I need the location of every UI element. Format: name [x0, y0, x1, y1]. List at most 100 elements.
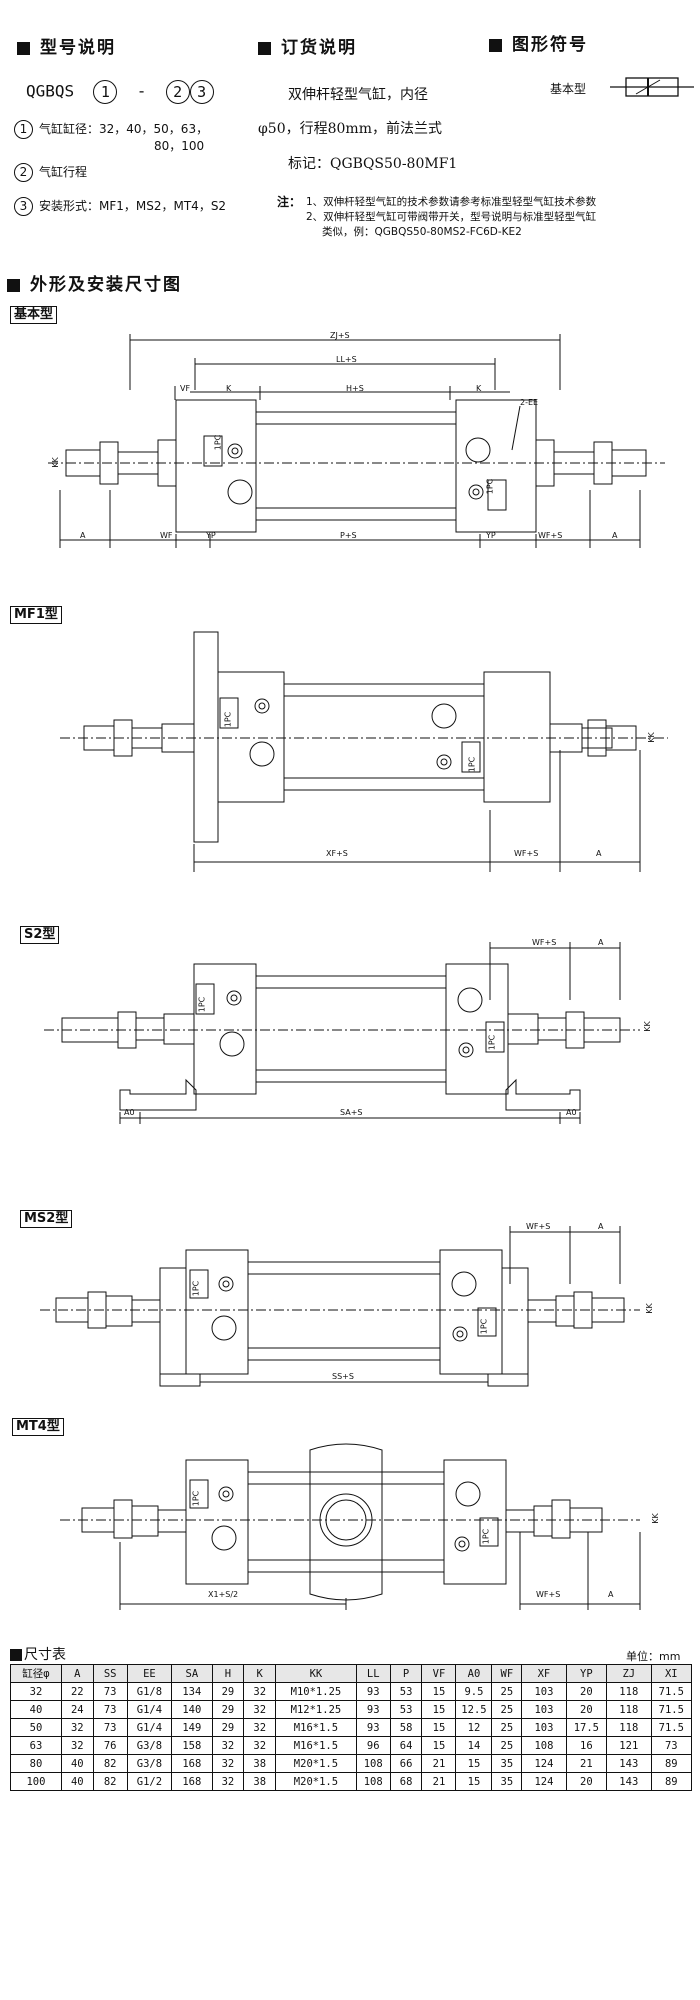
table-cell: M16*1.5 [275, 1736, 357, 1755]
mf1-type-tag: MF1型 [10, 606, 62, 624]
dim-ss: SS+S [332, 1372, 354, 1381]
table-cell: 16 [565, 1736, 608, 1755]
ms2-type-drawing [40, 1226, 640, 1387]
table-cell: 50 [10, 1718, 62, 1737]
port-label: 1PC [479, 1318, 489, 1335]
table-cell: 32 [10, 1682, 62, 1701]
table-cell: 21 [421, 1754, 457, 1773]
s2-type-tag: S2型 [20, 926, 60, 944]
order-line-3: 标记：QGBQS50-80MF1 [288, 156, 458, 172]
dim-kk: KK [650, 1513, 660, 1524]
table-cell: 25 [491, 1682, 523, 1701]
table-cell: M10*1.25 [275, 1682, 357, 1701]
table-cell: G1/2 [126, 1772, 173, 1791]
table-cell: 93 [355, 1700, 391, 1719]
table-cell: 96 [355, 1736, 391, 1755]
notes-label: 注： [277, 195, 302, 209]
table-cell: 25 [491, 1718, 523, 1737]
dim-wf: WF+S [514, 849, 539, 858]
dim-a-right: A [612, 531, 618, 540]
dim-kk: KK [644, 1303, 654, 1314]
symbol-label: 基本型 [550, 82, 587, 96]
table-cell: 38 [243, 1754, 277, 1773]
table-cell: 15 [421, 1700, 457, 1719]
port-label: 1PC [191, 1490, 201, 1507]
table-cell: 12 [455, 1718, 493, 1737]
table-cell: 35 [491, 1772, 523, 1791]
table-cell: 93 [355, 1682, 391, 1701]
table-cell: 32 [243, 1682, 277, 1701]
table-cell: 15 [455, 1772, 493, 1791]
dim-ps: P+S [340, 531, 357, 540]
header-cell: A0 [455, 1664, 493, 1683]
table-cell: 32 [60, 1736, 94, 1755]
table-cell: 118 [606, 1700, 652, 1719]
table-cell: 143 [606, 1772, 652, 1791]
dim-a: A [596, 849, 602, 858]
table-cell: 32 [211, 1772, 245, 1791]
table-header-row: 缸径φ A SS EE SA H K KK LL P VF A0 WF XF Y… [10, 1664, 693, 1683]
table-cell: 38 [243, 1772, 277, 1791]
table-cell: 134 [171, 1682, 213, 1701]
dim-wf: WF+S [532, 938, 557, 947]
table-cell: 168 [171, 1772, 213, 1791]
table-cell: 12.5 [455, 1700, 493, 1719]
port-label: 1PC [197, 996, 207, 1013]
dim-hs: H+S [346, 384, 364, 393]
s2-type-drawing [44, 942, 640, 1124]
header-cell: WF [491, 1664, 523, 1683]
table-cell: 29 [211, 1718, 245, 1737]
table-cell: 108 [355, 1772, 391, 1791]
order-section-title: 订货说明 [258, 33, 357, 58]
double-rod-cylinder-symbol [610, 77, 694, 97]
table-cell: 20 [565, 1772, 608, 1791]
port-label: 1PC [485, 478, 495, 495]
table-cell: M12*1.25 [275, 1700, 357, 1719]
table-cell: 32 [60, 1718, 94, 1737]
table-cell: 89 [650, 1754, 693, 1773]
dim-kk: KK [642, 1021, 652, 1032]
table-cell: 22 [60, 1682, 94, 1701]
table-cell: 21 [421, 1772, 457, 1791]
basic-type-drawing [48, 334, 665, 548]
table-cell: 29 [211, 1700, 245, 1719]
table-cell: 24 [60, 1700, 94, 1719]
table-cell: 118 [606, 1682, 652, 1701]
table-cell: 14 [455, 1736, 493, 1755]
port-label: 1PC [481, 1528, 491, 1545]
dim-yp-left: YP [206, 531, 216, 540]
port-label: 1PC [223, 711, 233, 728]
table-cell: 58 [389, 1718, 423, 1737]
table-cell: 15 [421, 1736, 457, 1755]
table-cell: 32 [211, 1754, 245, 1773]
order-line-2: φ50，行程80mm，前法兰式 [258, 121, 442, 137]
header-cell: XF [521, 1664, 567, 1683]
table-cell: 68 [389, 1772, 423, 1791]
table-cell: 82 [92, 1754, 128, 1773]
table-cell: 118 [606, 1718, 652, 1737]
dim-kk: KK [646, 732, 656, 743]
table-cell: 32 [243, 1718, 277, 1737]
table-cell: 100 [10, 1772, 62, 1791]
square-bullet-icon [10, 1649, 22, 1661]
table-cell: 149 [171, 1718, 213, 1737]
table-cell: 17.5 [565, 1718, 608, 1737]
symbol-section-title: 图形符号 [489, 30, 588, 55]
table-cell: 73 [92, 1700, 128, 1719]
dim-ee: 2-EE [520, 398, 539, 407]
table-cell: 40 [60, 1772, 94, 1791]
table-cell: 108 [355, 1754, 391, 1773]
table-cell: 15 [455, 1754, 493, 1773]
port-label: 1PC [213, 434, 223, 451]
dim-a: A [608, 1590, 614, 1599]
dimension-table: 缸径φ A SS EE SA H K KK LL P VF A0 WF XF Y… [10, 1664, 693, 1791]
table-cell: 73 [92, 1718, 128, 1737]
table-cell: 76 [92, 1736, 128, 1755]
order-line-1: 双伸杆轻型气缸，内径 [288, 87, 428, 103]
table-cell: 66 [389, 1754, 423, 1773]
square-bullet-icon [7, 278, 20, 292]
